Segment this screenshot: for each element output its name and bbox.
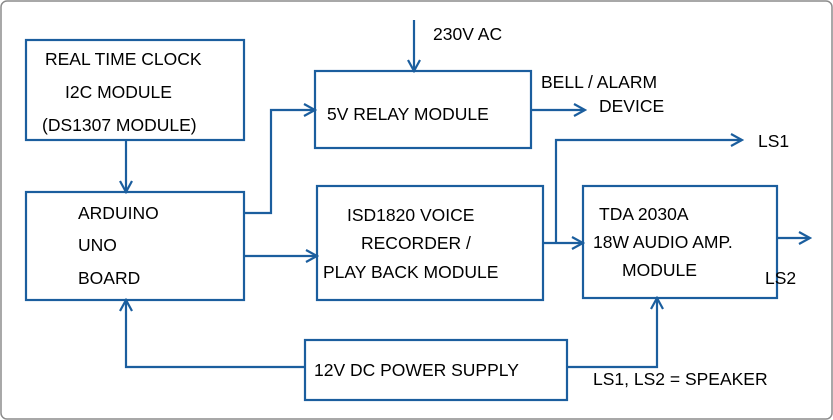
isd-line-1: ISD1820 VOICE	[347, 205, 474, 225]
isd-line-3: PLAY BACK MODULE	[323, 262, 498, 282]
rtc-line-3: (DS1307 MODULE)	[42, 115, 197, 135]
block-relay: 5V RELAY MODULE	[313, 69, 533, 150]
arrow-power-to-arduino	[126, 300, 305, 369]
label-bell-line-2: DEVICE	[599, 96, 664, 116]
relay-line-1: 5V RELAY MODULE	[327, 104, 489, 124]
power-line-1: 12V DC POWER SUPPLY	[314, 360, 519, 380]
rtc-line-2: I2C MODULE	[65, 82, 172, 102]
label-230v-ac: 230V AC	[433, 24, 502, 44]
rtc-line-1: REAL TIME CLOCK	[45, 49, 202, 69]
arduino-line-3: BOARD	[78, 268, 140, 288]
block-rtc: REAL TIME CLOCK I2C MODULE (DS1307 MODUL…	[24, 38, 246, 142]
label-ls1: LS1	[758, 131, 789, 151]
block-arduino: ARDUINO UNO BOARD	[24, 190, 246, 302]
isd-line-2: RECORDER /	[361, 233, 471, 253]
arrow-arduino-to-relay	[244, 110, 315, 215]
tda-line-1: TDA 2030A	[599, 204, 689, 224]
arduino-line-1: ARDUINO	[78, 203, 159, 223]
block-isd1820: ISD1820 VOICE RECORDER / PLAY BACK MODUL…	[315, 184, 545, 302]
label-ls2: LS2	[765, 268, 796, 288]
block-tda2030a: TDA 2030A 18W AUDIO AMP. MODULE	[581, 184, 779, 300]
label-speaker-note: LS1, LS2 = SPEAKER	[593, 369, 768, 389]
arrow-power-to-tda	[567, 298, 657, 369]
label-bell-line-1: BELL / ALARM	[541, 72, 657, 92]
arrow-isd-to-ls1	[554, 140, 742, 243]
tda-line-3: MODULE	[622, 260, 697, 280]
arduino-line-2: UNO	[78, 235, 117, 255]
tda-line-2: 18W AUDIO AMP.	[593, 232, 733, 252]
block-power-supply: 12V DC POWER SUPPLY	[303, 338, 569, 402]
